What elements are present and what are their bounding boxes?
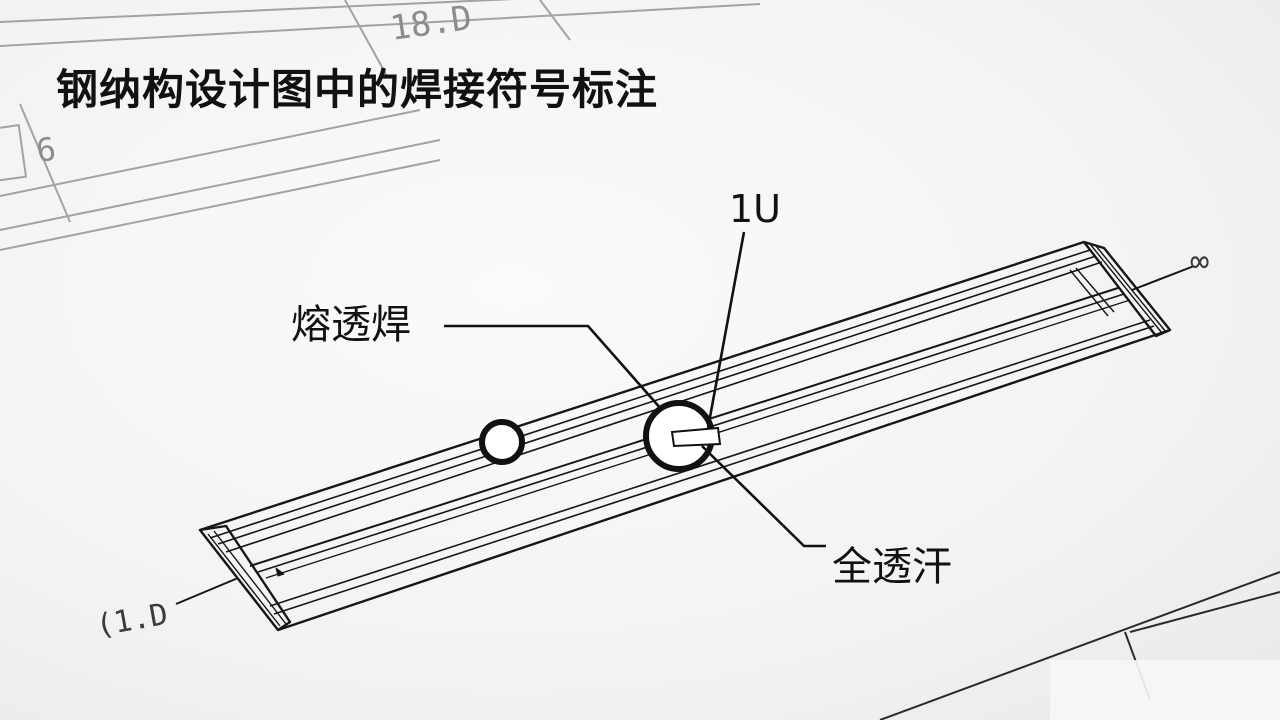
weld-circle-small bbox=[479, 419, 525, 465]
page-title: 钢纳构设计图中的焊接符号标注 bbox=[56, 65, 659, 114]
right-end-leader bbox=[1131, 265, 1195, 291]
callout-right-label: 全透汗 bbox=[832, 544, 952, 590]
steel-beam bbox=[198, 240, 1172, 632]
callout-leaders bbox=[444, 231, 826, 548]
frame-cell-top: 18.D bbox=[388, 0, 475, 49]
callout-left-label: 熔透焊 bbox=[291, 302, 411, 348]
frame-cell-left: 6 bbox=[34, 130, 58, 170]
right-end-mark: ∞ bbox=[1190, 242, 1209, 280]
background-frame bbox=[0, 0, 761, 251]
leader-left bbox=[444, 324, 663, 411]
callout-top-label: 1U bbox=[729, 187, 781, 231]
weld-root-tab bbox=[670, 426, 722, 448]
beam-left-end bbox=[198, 524, 292, 632]
left-end-leader bbox=[175, 577, 239, 605]
watermark-patch bbox=[1050, 660, 1280, 720]
left-end-mark: (1.D bbox=[93, 597, 170, 644]
leader-right bbox=[701, 445, 826, 548]
leader-top bbox=[706, 231, 746, 429]
